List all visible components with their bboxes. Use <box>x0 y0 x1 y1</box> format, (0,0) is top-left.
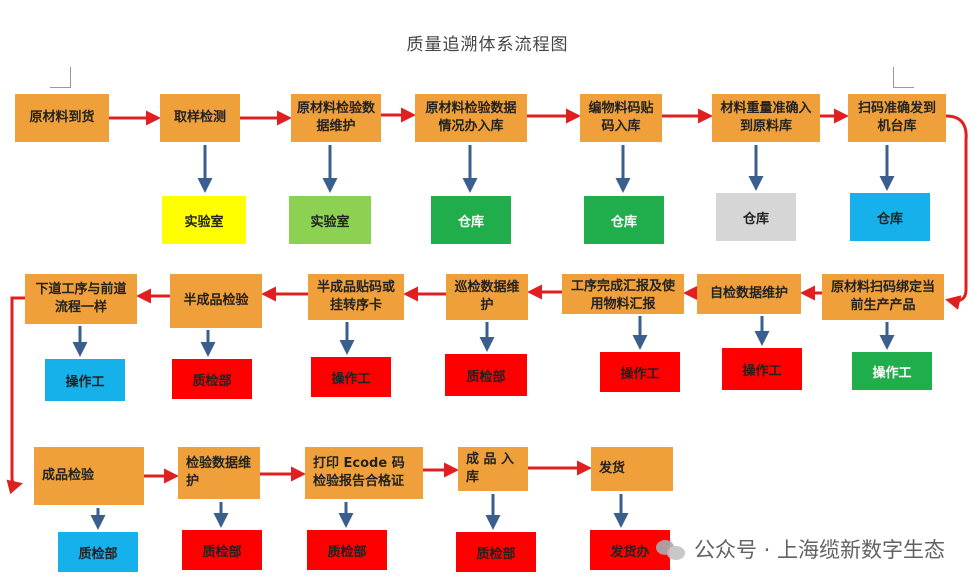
step-r3-1: 成品检验 <box>34 447 144 505</box>
flow-connector-r1-r2 <box>945 114 968 310</box>
step-r3-3: 打印 Ecode 码检验报告合格证 <box>305 447 423 499</box>
watermark-text: 公众号 · 上海缆新数字生态 <box>693 538 945 562</box>
step-r2-7: 下道工序与前道流程一样 <box>25 274 137 324</box>
page-corner-mark-left <box>50 67 71 88</box>
role-r3-4: 质检部 <box>456 532 536 572</box>
step-r1-1: 原材料到货 <box>15 94 109 142</box>
step-r1-4: 原材料检验数据情况办入库 <box>415 94 527 142</box>
role-r1-2: 实验室 <box>162 196 246 244</box>
role-r2-3: 操作工 <box>600 352 680 392</box>
role-r2-7: 操作工 <box>45 359 125 401</box>
step-r2-6: 半成品检验 <box>170 274 262 328</box>
step-r3-2: 检验数据维护 <box>178 447 260 499</box>
role-r1-7: 仓库 <box>850 193 930 241</box>
role-r3-1: 质检部 <box>58 532 138 572</box>
role-r1-5: 仓库 <box>584 196 664 244</box>
diagram-title: 质量追溯体系流程图 <box>406 35 569 55</box>
role-r2-1: 操作工 <box>852 352 932 390</box>
step-r2-5: 半成品贴码或挂转序卡 <box>308 274 404 320</box>
flow-connector-r2-r3 <box>6 296 25 495</box>
step-r2-4: 巡检数据维护 <box>446 274 528 320</box>
page-corner-mark-right <box>893 67 914 88</box>
step-r3-4: 成 品 入库 <box>458 447 528 491</box>
step-r2-3: 工序完成汇报及使用物料汇报 <box>562 274 684 314</box>
role-r3-2: 质检部 <box>182 530 262 570</box>
role-r1-3: 实验室 <box>289 196 371 244</box>
step-r1-5: 编物料码贴码入库 <box>580 94 662 142</box>
step-r2-1: 原材料扫码绑定当前生产产品 <box>822 274 944 320</box>
role-r2-6: 质检部 <box>172 359 252 399</box>
role-r2-2: 操作工 <box>722 348 802 390</box>
role-r2-5: 操作工 <box>311 357 391 397</box>
step-r2-2: 自检数据维护 <box>697 274 801 314</box>
step-r1-2: 取样检测 <box>160 94 240 142</box>
step-r3-5: 发货 <box>591 447 673 491</box>
role-r1-4: 仓库 <box>431 196 511 244</box>
role-r1-6: 仓库 <box>716 193 796 241</box>
step-r1-7: 扫码准确发到机台库 <box>848 94 946 142</box>
role-r3-3: 质检部 <box>307 530 387 570</box>
step-r1-3: 原材料检验数据维护 <box>291 94 381 142</box>
role-r2-4: 质检部 <box>445 354 527 396</box>
watermark: 公众号 · 上海缆新数字生态 <box>655 534 945 564</box>
wechat-logo-icon <box>655 538 686 560</box>
step-r1-6: 材料重量准确入到原料库 <box>712 94 820 142</box>
